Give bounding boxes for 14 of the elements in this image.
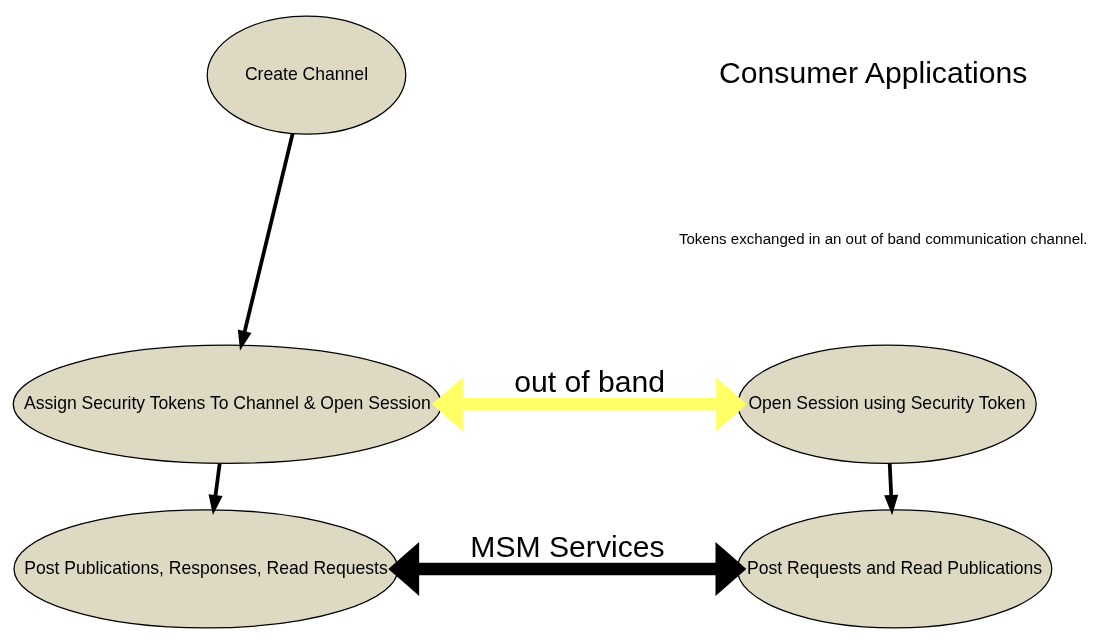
node-ellipse: Assign Security Tokens To Channel & Open Session (12, 344, 442, 464)
arrow (388, 541, 747, 596)
arrow (237, 132, 295, 351)
arrow (884, 463, 899, 515)
node-ellipse: Create Channel (206, 14, 407, 135)
node-ellipse: Post Publications, Responses, Read Requests (13, 508, 399, 629)
edge-label: MSM Services (470, 529, 665, 563)
arrow (208, 462, 223, 515)
edge-label: out of band (514, 364, 666, 398)
label: Consumer Applications (719, 55, 1028, 89)
label: Tokens exchanged in an out of band communication channel. (678, 229, 1088, 247)
node-ellipse: Post Requests and Read Publications (736, 508, 1053, 629)
arrow (431, 376, 748, 431)
node-ellipse: Open Session using Security Token (737, 344, 1037, 464)
